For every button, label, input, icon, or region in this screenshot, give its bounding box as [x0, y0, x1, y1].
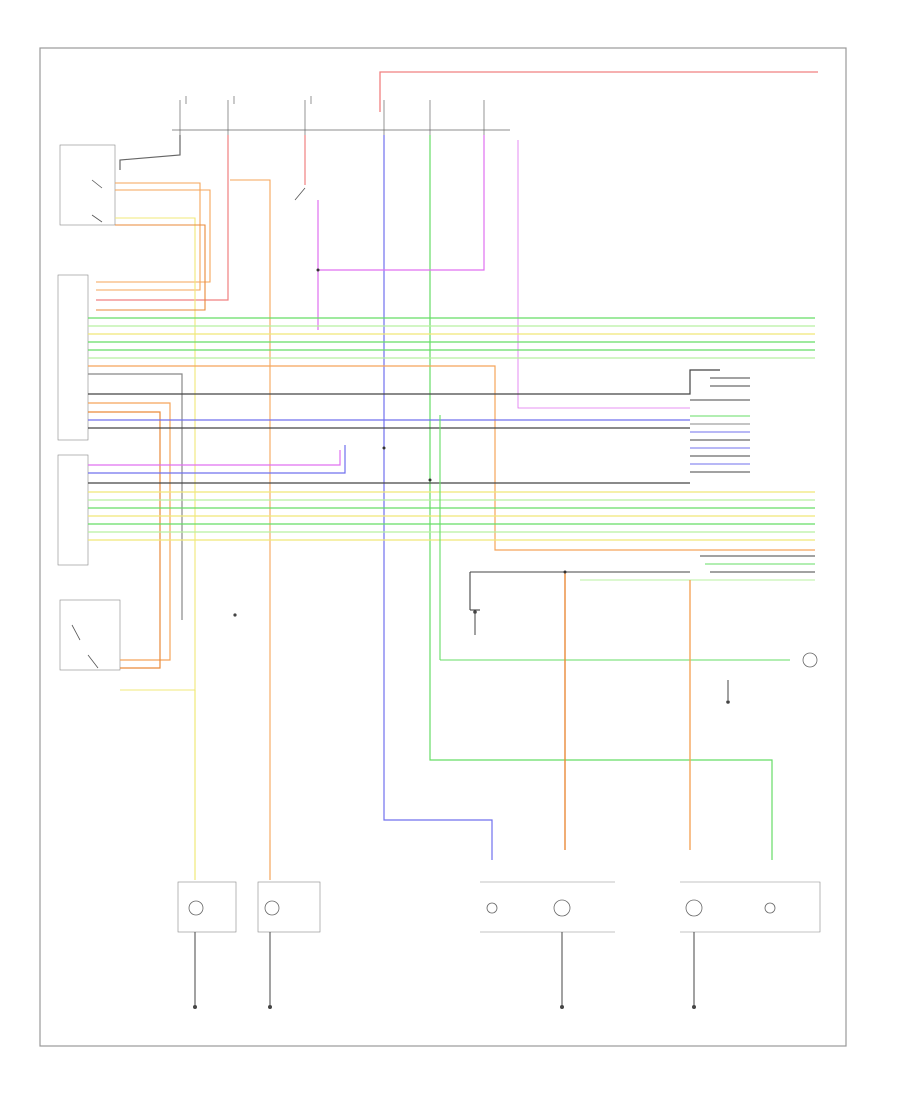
fuse-stubs — [179, 96, 485, 135]
battery-feed-wire — [379, 71, 818, 112]
switch-symbols — [71, 179, 306, 669]
lower-module-box — [57, 454, 89, 566]
switch-wires — [96, 179, 271, 840]
lamp-bulbs — [188, 652, 818, 917]
ground-splice — [469, 571, 691, 850]
control-bus-wires — [88, 317, 815, 669]
ground-symbols — [193, 610, 730, 1009]
switch-module-box — [59, 144, 116, 226]
lamp-assemblies — [177, 881, 821, 933]
fuse-output-wires — [96, 135, 773, 860]
ground-wires — [194, 610, 729, 1005]
relay-module-box — [59, 599, 121, 671]
lamp-feed-wires — [194, 690, 271, 880]
right-connector-wires — [439, 377, 815, 661]
splice-points — [316, 268, 567, 574]
lower-bus-wires — [88, 445, 815, 541]
diagram-frame — [39, 47, 847, 1047]
control-module-box — [57, 274, 89, 441]
